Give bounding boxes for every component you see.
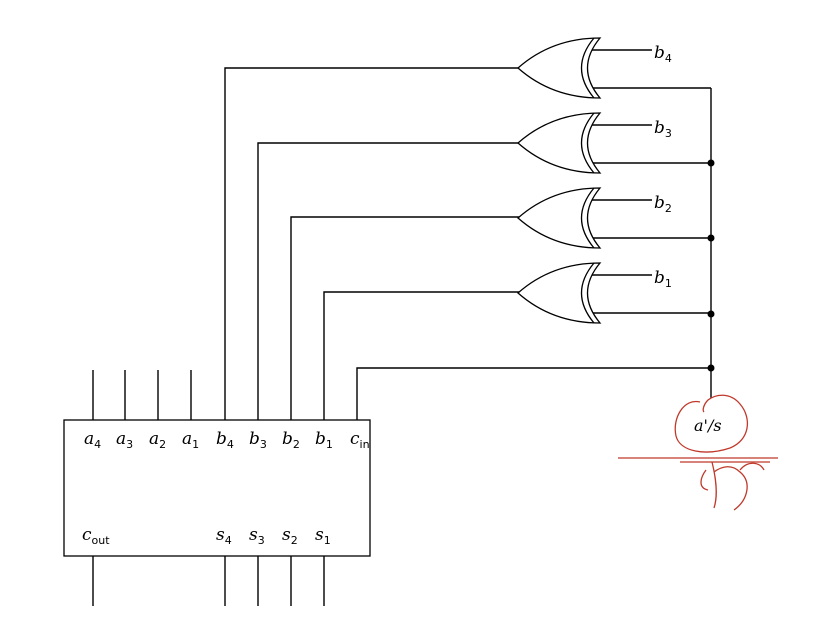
wire-b3-xor [257,142,520,420]
xor-gate-curve [581,112,595,174]
handwritten-annotation: a'/s [618,394,778,511]
label-s2: s2 [282,525,298,547]
xor-gate [517,112,602,174]
label-gate-b4: b4 [654,43,672,65]
adder-output-labels: cout s4 s3 s2 s1 [82,525,331,547]
label-s3: s3 [249,525,265,547]
label-cin: cin [350,429,370,451]
xor-gate [517,187,602,249]
junction-dot [707,159,715,167]
label-b2: b2 [282,429,300,451]
label-a1: a1 [182,429,199,451]
xor-gate-curve [581,37,595,99]
adder-box [63,419,371,557]
control-label: a'/s [694,416,722,435]
wire-cin [356,367,711,420]
junction-dot [707,234,715,242]
adder-input-labels: a4 a3 a2 a1 b4 b3 b2 b1 cin [84,429,370,451]
junction-dot [707,364,715,372]
gate-input-labels: b4 b3 b2 b1 [654,43,672,290]
xor-gate-curve [581,187,595,249]
annotation-scribble [700,461,765,511]
label-b3: b3 [249,429,267,451]
label-s4: s4 [216,525,232,547]
annotation-circle [674,394,749,453]
xor-gate [517,262,602,324]
wire-b1-xor [323,291,520,420]
label-a2: a2 [149,429,166,451]
label-b4: b4 [216,429,234,451]
label-gate-b3: b3 [654,118,672,140]
xor-gate-curve [581,262,595,324]
label-gate-b2: b2 [654,193,672,215]
label-s1: s1 [315,525,331,547]
xor-gate [517,37,602,99]
label-cout: cout [82,525,110,547]
label-gate-b1: b1 [654,268,672,290]
junction-dot [707,310,715,318]
label-a4: a4 [84,429,101,451]
label-b1: b1 [315,429,333,451]
wire-b4-xor [224,67,520,420]
label-a3: a3 [116,429,133,451]
wire-b2-xor [290,216,520,420]
